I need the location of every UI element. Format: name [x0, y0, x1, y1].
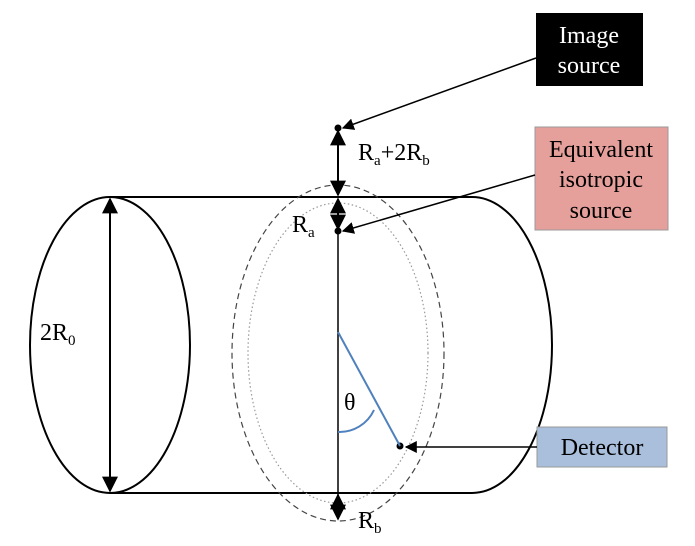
- equivalent-source-point: [334, 227, 342, 235]
- svg-text:Equivalent: Equivalent: [549, 137, 653, 163]
- cylinder: [29, 196, 553, 494]
- svg-text:source: source: [570, 198, 633, 224]
- detector-ray: [337, 331, 401, 447]
- cylinder-right-end: [471, 196, 553, 494]
- image-source-point: [334, 124, 342, 132]
- rb-label: Rb: [358, 508, 382, 537]
- svg-text:source: source: [558, 53, 621, 79]
- theta-label: θ: [344, 390, 356, 416]
- image-source-pointer: [341, 57, 537, 130]
- svg-text:Detector: Detector: [561, 435, 644, 461]
- svg-text:isotropic: isotropic: [559, 167, 643, 193]
- diameter-label: 2R0: [40, 320, 76, 349]
- svg-text:Image: Image: [559, 23, 619, 49]
- image-source-box: Image source: [536, 13, 643, 86]
- inner-dotted-ellipse: [247, 202, 429, 504]
- equivalent-source-pointer: [341, 174, 536, 234]
- equivalent-source-box: Equivalent isotropic source: [534, 126, 669, 231]
- theta-arc: [337, 409, 375, 434]
- detector-box: Detector: [536, 426, 668, 468]
- ra-label: Ra: [292, 212, 315, 241]
- ra-2rb-label: Ra+2Rb: [358, 140, 430, 169]
